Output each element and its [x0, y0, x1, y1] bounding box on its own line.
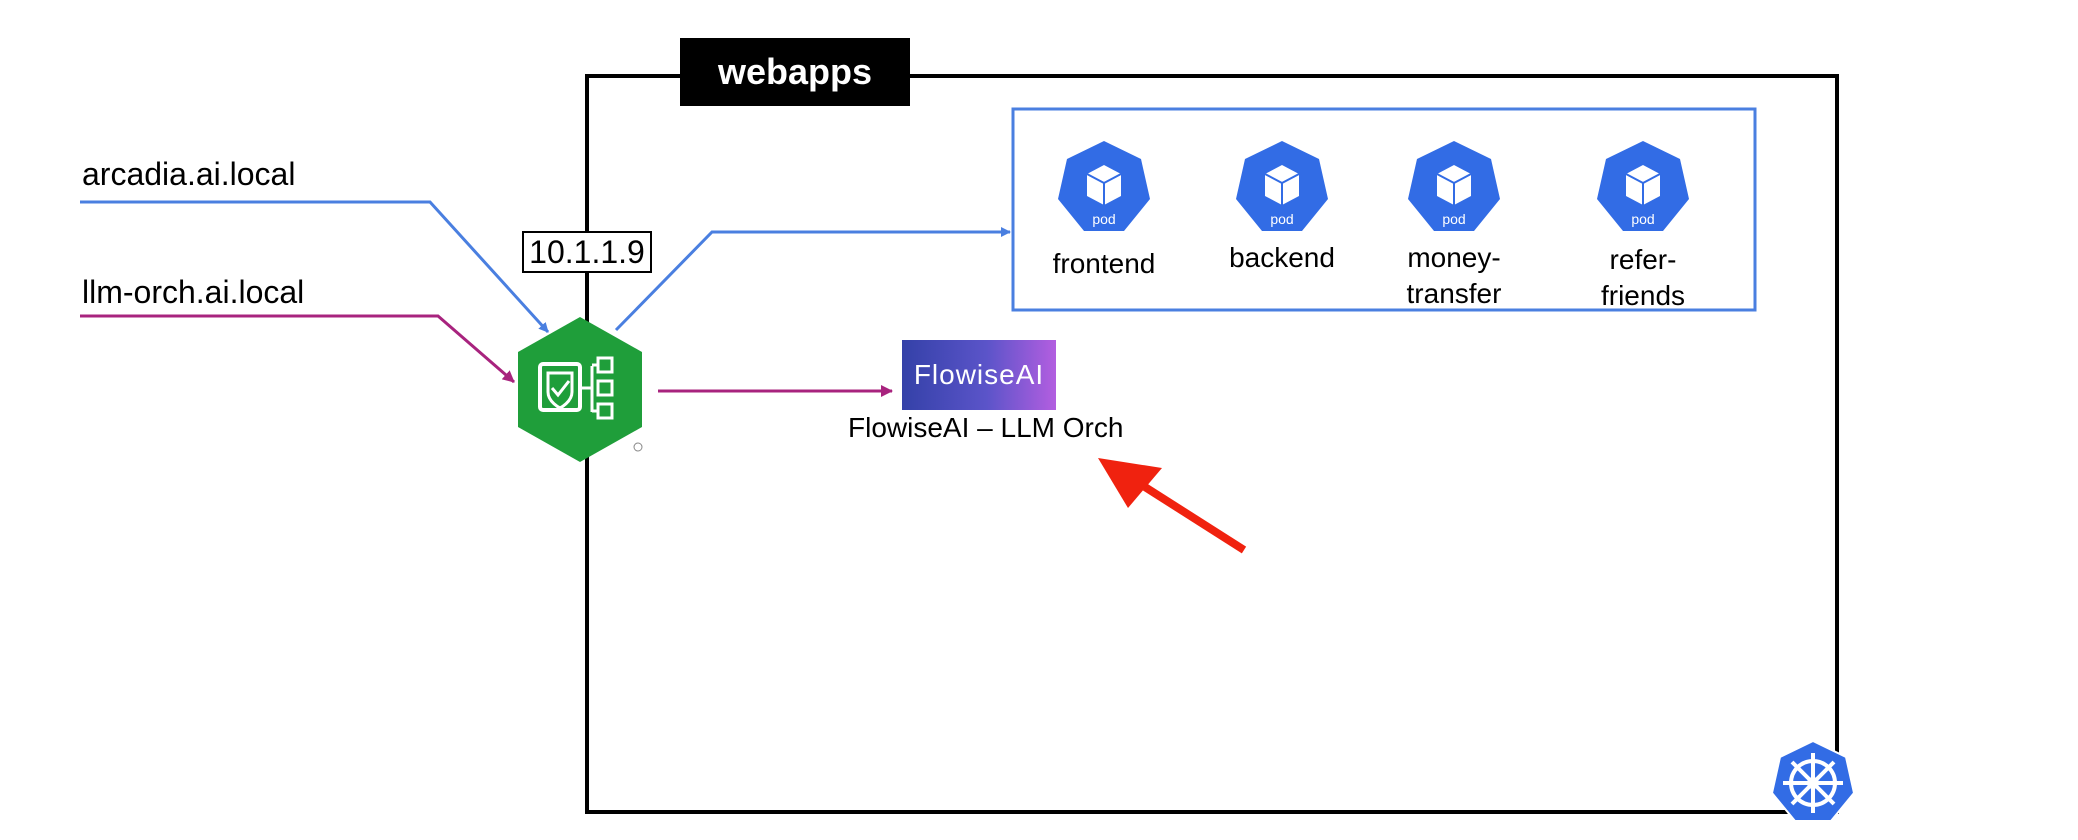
pod-label-backend: backend — [1229, 242, 1335, 273]
ingress-ip-label: 10.1.1.9 — [522, 231, 652, 273]
pod-badge-text: pod — [1270, 211, 1293, 227]
red-arrow-icon — [1098, 458, 1247, 554]
pods-group-box — [1011, 107, 1757, 312]
pod-badge-text: pod — [1442, 211, 1465, 227]
pod-badge-text: pod — [1092, 211, 1115, 227]
ingress-to-pods-line — [614, 227, 1011, 332]
flowise-logo-text: FlowiseAI — [913, 359, 1045, 390]
pod-badge-text: pod — [1631, 211, 1654, 227]
pod-label-refer-friends: refer- friends — [1600, 244, 1686, 311]
namespace-label: webapps — [680, 38, 910, 106]
host-label-llm-orch: llm-orch.ai.local — [82, 274, 305, 310]
pod-icon-frontend: pod — [1058, 141, 1150, 231]
pod-icon-money-transfer: pod — [1408, 141, 1500, 231]
llm-orch-route-line — [80, 314, 515, 384]
flowise-caption: FlowiseAI – LLM Orch — [848, 412, 1124, 443]
flowise-logo: FlowiseAI — [902, 340, 1056, 410]
host-label-arcadia: arcadia.ai.local — [82, 156, 296, 192]
arcadia-route-line — [80, 200, 550, 334]
kubernetes-helm-icon — [1770, 739, 1856, 822]
shield-check-network-icon — [518, 317, 643, 462]
pod-label-money-transfer: money- transfer — [1406, 242, 1502, 309]
pod-icon-backend: pod — [1236, 141, 1328, 231]
pod-icon-refer-friends: pod — [1597, 141, 1689, 231]
pod-label-frontend: frontend — [1052, 248, 1156, 279]
